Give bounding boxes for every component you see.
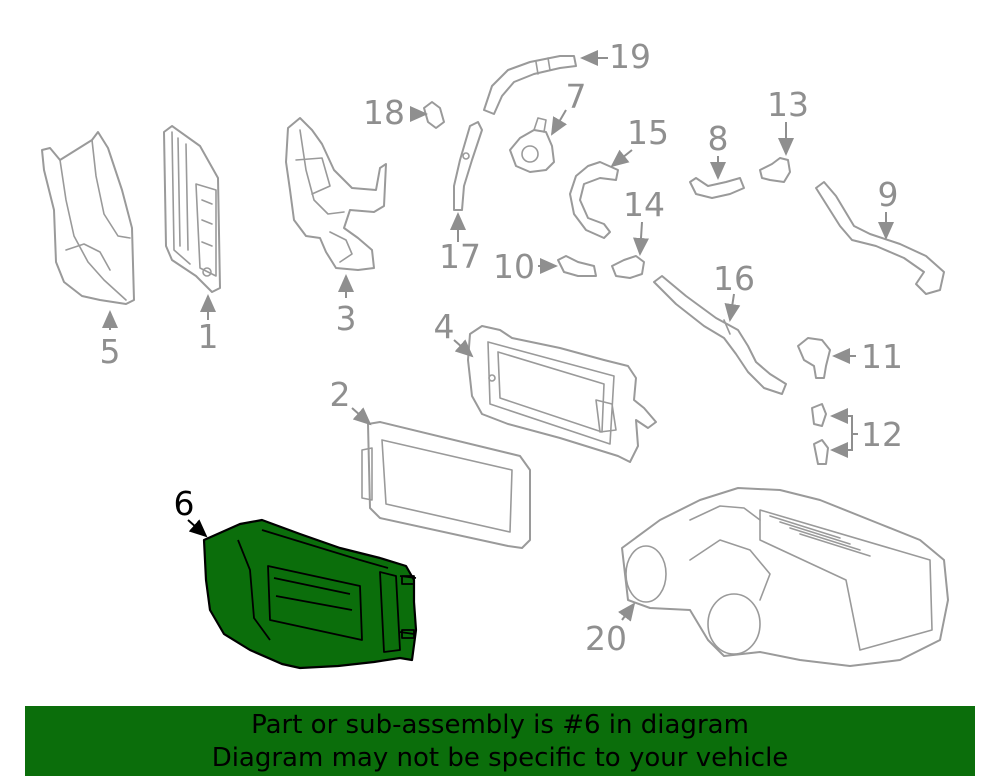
callout-7: 7 <box>566 77 587 116</box>
part-6-highlighted[interactable] <box>202 518 418 670</box>
part-3-bracket[interactable] <box>285 117 387 271</box>
part-12-screws[interactable] <box>811 403 829 465</box>
part-5-deflector[interactable] <box>41 131 135 305</box>
callout-4: 4 <box>434 307 455 346</box>
leader-lines <box>102 50 894 622</box>
callout-11: 11 <box>861 337 903 376</box>
callout-8: 8 <box>708 119 729 158</box>
callout-9: 9 <box>878 175 899 214</box>
callout-17: 17 <box>439 237 481 276</box>
part-14-tee[interactable] <box>611 255 645 279</box>
callout-1: 1 <box>198 317 219 356</box>
banner-line-2: Diagram may not be specific to your vehi… <box>211 743 789 773</box>
part-4-support[interactable] <box>467 325 657 463</box>
callout-20: 20 <box>585 619 627 658</box>
callout-3: 3 <box>336 299 357 338</box>
callout-13: 13 <box>767 85 809 124</box>
callout-5: 5 <box>100 332 121 371</box>
part-15-hose[interactable] <box>569 161 619 239</box>
part-1-radiator[interactable] <box>163 125 221 293</box>
part-2-radiator[interactable] <box>361 421 531 549</box>
part-8-hose[interactable] <box>689 177 745 199</box>
part-7-valve[interactable] <box>509 117 555 173</box>
part-17-pipe[interactable] <box>453 121 483 211</box>
banner-line-1: Part or sub-assembly is #6 in diagram <box>251 710 749 740</box>
callout-15: 15 <box>627 113 669 152</box>
callout-19: 19 <box>609 37 651 76</box>
part-10-hose[interactable] <box>557 255 597 277</box>
part-11-fitting[interactable] <box>797 337 831 379</box>
part-13-connector[interactable] <box>759 157 791 183</box>
callout-2: 2 <box>330 375 351 414</box>
part-20-intercooler[interactable] <box>621 487 949 667</box>
part-16-hose[interactable] <box>653 275 787 395</box>
callout-14: 14 <box>623 185 665 224</box>
parts-diagram: 5 1 3 17 18 19 7 15 8 13 9 10 14 16 11 1… <box>41 37 949 670</box>
callout-10: 10 <box>493 247 535 286</box>
part-19-hose[interactable] <box>483 55 577 115</box>
callout-12: 12 <box>861 415 903 454</box>
callout-labels: 5 1 3 17 18 19 7 15 8 13 9 10 14 16 11 1… <box>100 37 904 658</box>
callout-6: 6 <box>174 484 195 523</box>
callout-16: 16 <box>713 259 755 298</box>
part-18-fitting[interactable] <box>423 101 445 129</box>
info-banner: Part or sub-assembly is #6 in diagram Di… <box>25 706 975 776</box>
callout-18: 18 <box>363 93 405 132</box>
